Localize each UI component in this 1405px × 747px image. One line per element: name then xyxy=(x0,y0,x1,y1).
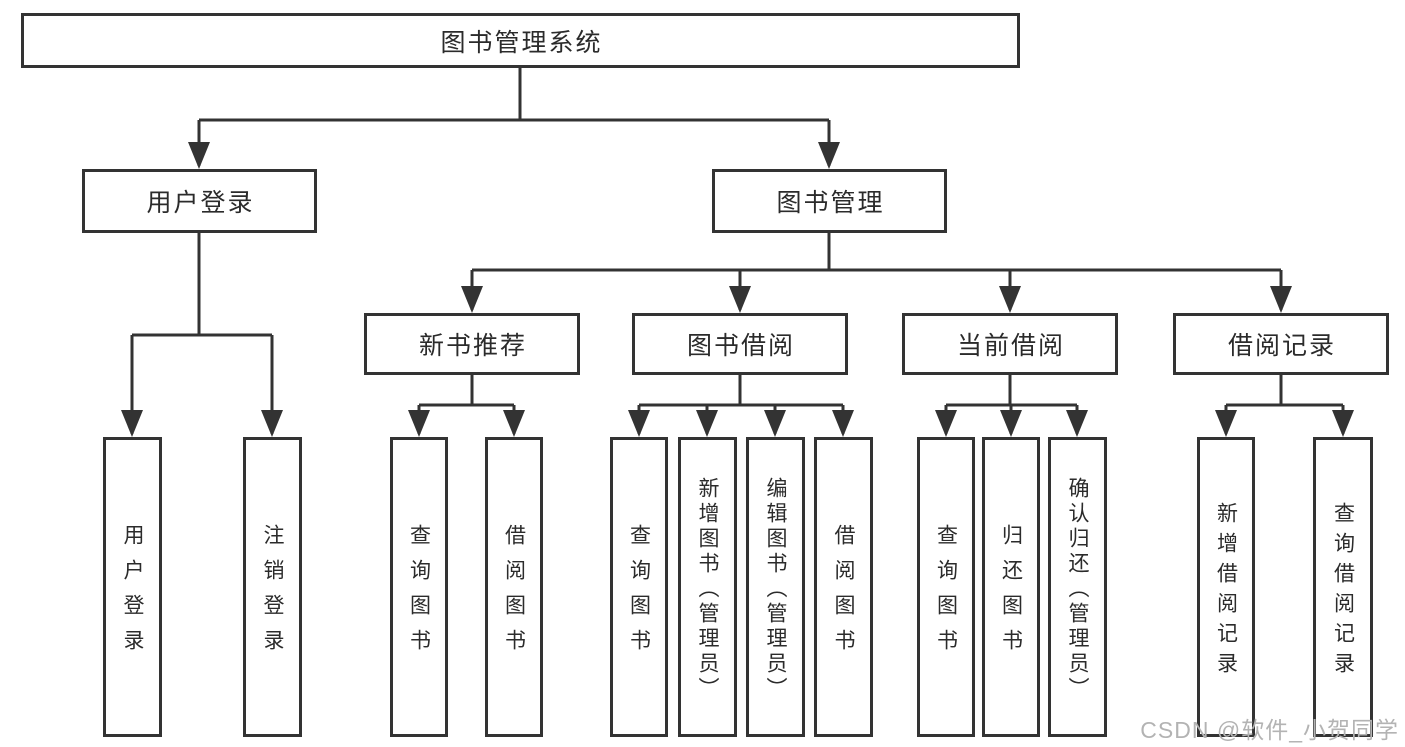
leaf-label: 新增借阅记录 xyxy=(1214,501,1238,682)
leaf-label: 用户登录 xyxy=(121,524,144,664)
leaf-logout: 注销登录 xyxy=(243,437,302,737)
leaf-label: 新增图书（管理员） xyxy=(696,476,719,702)
leaf-borrow-books-borrow: 借阅图书 xyxy=(814,437,873,737)
node-new-book-recommendation: 新书推荐 xyxy=(364,313,580,375)
leaf-return-book: 归还图书 xyxy=(982,437,1040,737)
leaf-label: 归还图书 xyxy=(999,524,1023,664)
node-borrowing-records: 借阅记录 xyxy=(1173,313,1389,375)
leaf-edit-book-admin: 编辑图书（管理员） xyxy=(746,437,805,737)
leaf-label: 查询图书 xyxy=(627,524,651,664)
node-label: 当前借阅 xyxy=(956,332,1065,360)
leaf-label: 借阅图书 xyxy=(832,524,855,664)
leaf-add-borrow-record: 新增借阅记录 xyxy=(1197,437,1255,737)
leaf-confirm-return-admin: 确认归还（管理员） xyxy=(1048,437,1107,737)
leaf-label: 查询图书 xyxy=(407,524,431,664)
leaf-user-login: 用户登录 xyxy=(103,437,162,737)
leaf-label: 查询借阅记录 xyxy=(1331,501,1355,682)
leaf-query-books-borrow: 查询图书 xyxy=(610,437,668,737)
leaf-label: 注销登录 xyxy=(261,524,284,664)
leaf-label: 借阅图书 xyxy=(502,524,526,664)
leaf-label: 确认归还（管理员） xyxy=(1066,476,1089,702)
node-current-borrowing: 当前借阅 xyxy=(902,313,1118,375)
node-book-management: 图书管理 xyxy=(712,169,947,233)
node-user-login: 用户登录 xyxy=(82,169,317,233)
leaf-add-book-admin: 新增图书（管理员） xyxy=(678,437,737,737)
leaf-label: 编辑图书（管理员） xyxy=(764,476,787,702)
node-book-borrowing: 图书借阅 xyxy=(632,313,848,375)
leaf-query-borrow-record: 查询借阅记录 xyxy=(1313,437,1373,737)
watermark: CSDN @软件_小贺同学 xyxy=(1140,717,1399,743)
node-label: 新书推荐 xyxy=(418,332,527,360)
node-system-root: 图书管理系统 xyxy=(21,13,1020,68)
leaf-borrow-books-recommend: 借阅图书 xyxy=(485,437,543,737)
leaf-query-books-recommend: 查询图书 xyxy=(390,437,448,737)
node-label: 用户登录 xyxy=(146,189,255,217)
node-label: 图书管理系统 xyxy=(440,28,603,57)
leaf-label: 查询图书 xyxy=(934,524,958,664)
leaf-query-books-current: 查询图书 xyxy=(917,437,975,737)
node-label: 借阅记录 xyxy=(1227,332,1336,360)
arrowheads xyxy=(121,142,1354,437)
node-label: 图书管理 xyxy=(776,189,885,217)
node-label: 图书借阅 xyxy=(686,332,795,360)
